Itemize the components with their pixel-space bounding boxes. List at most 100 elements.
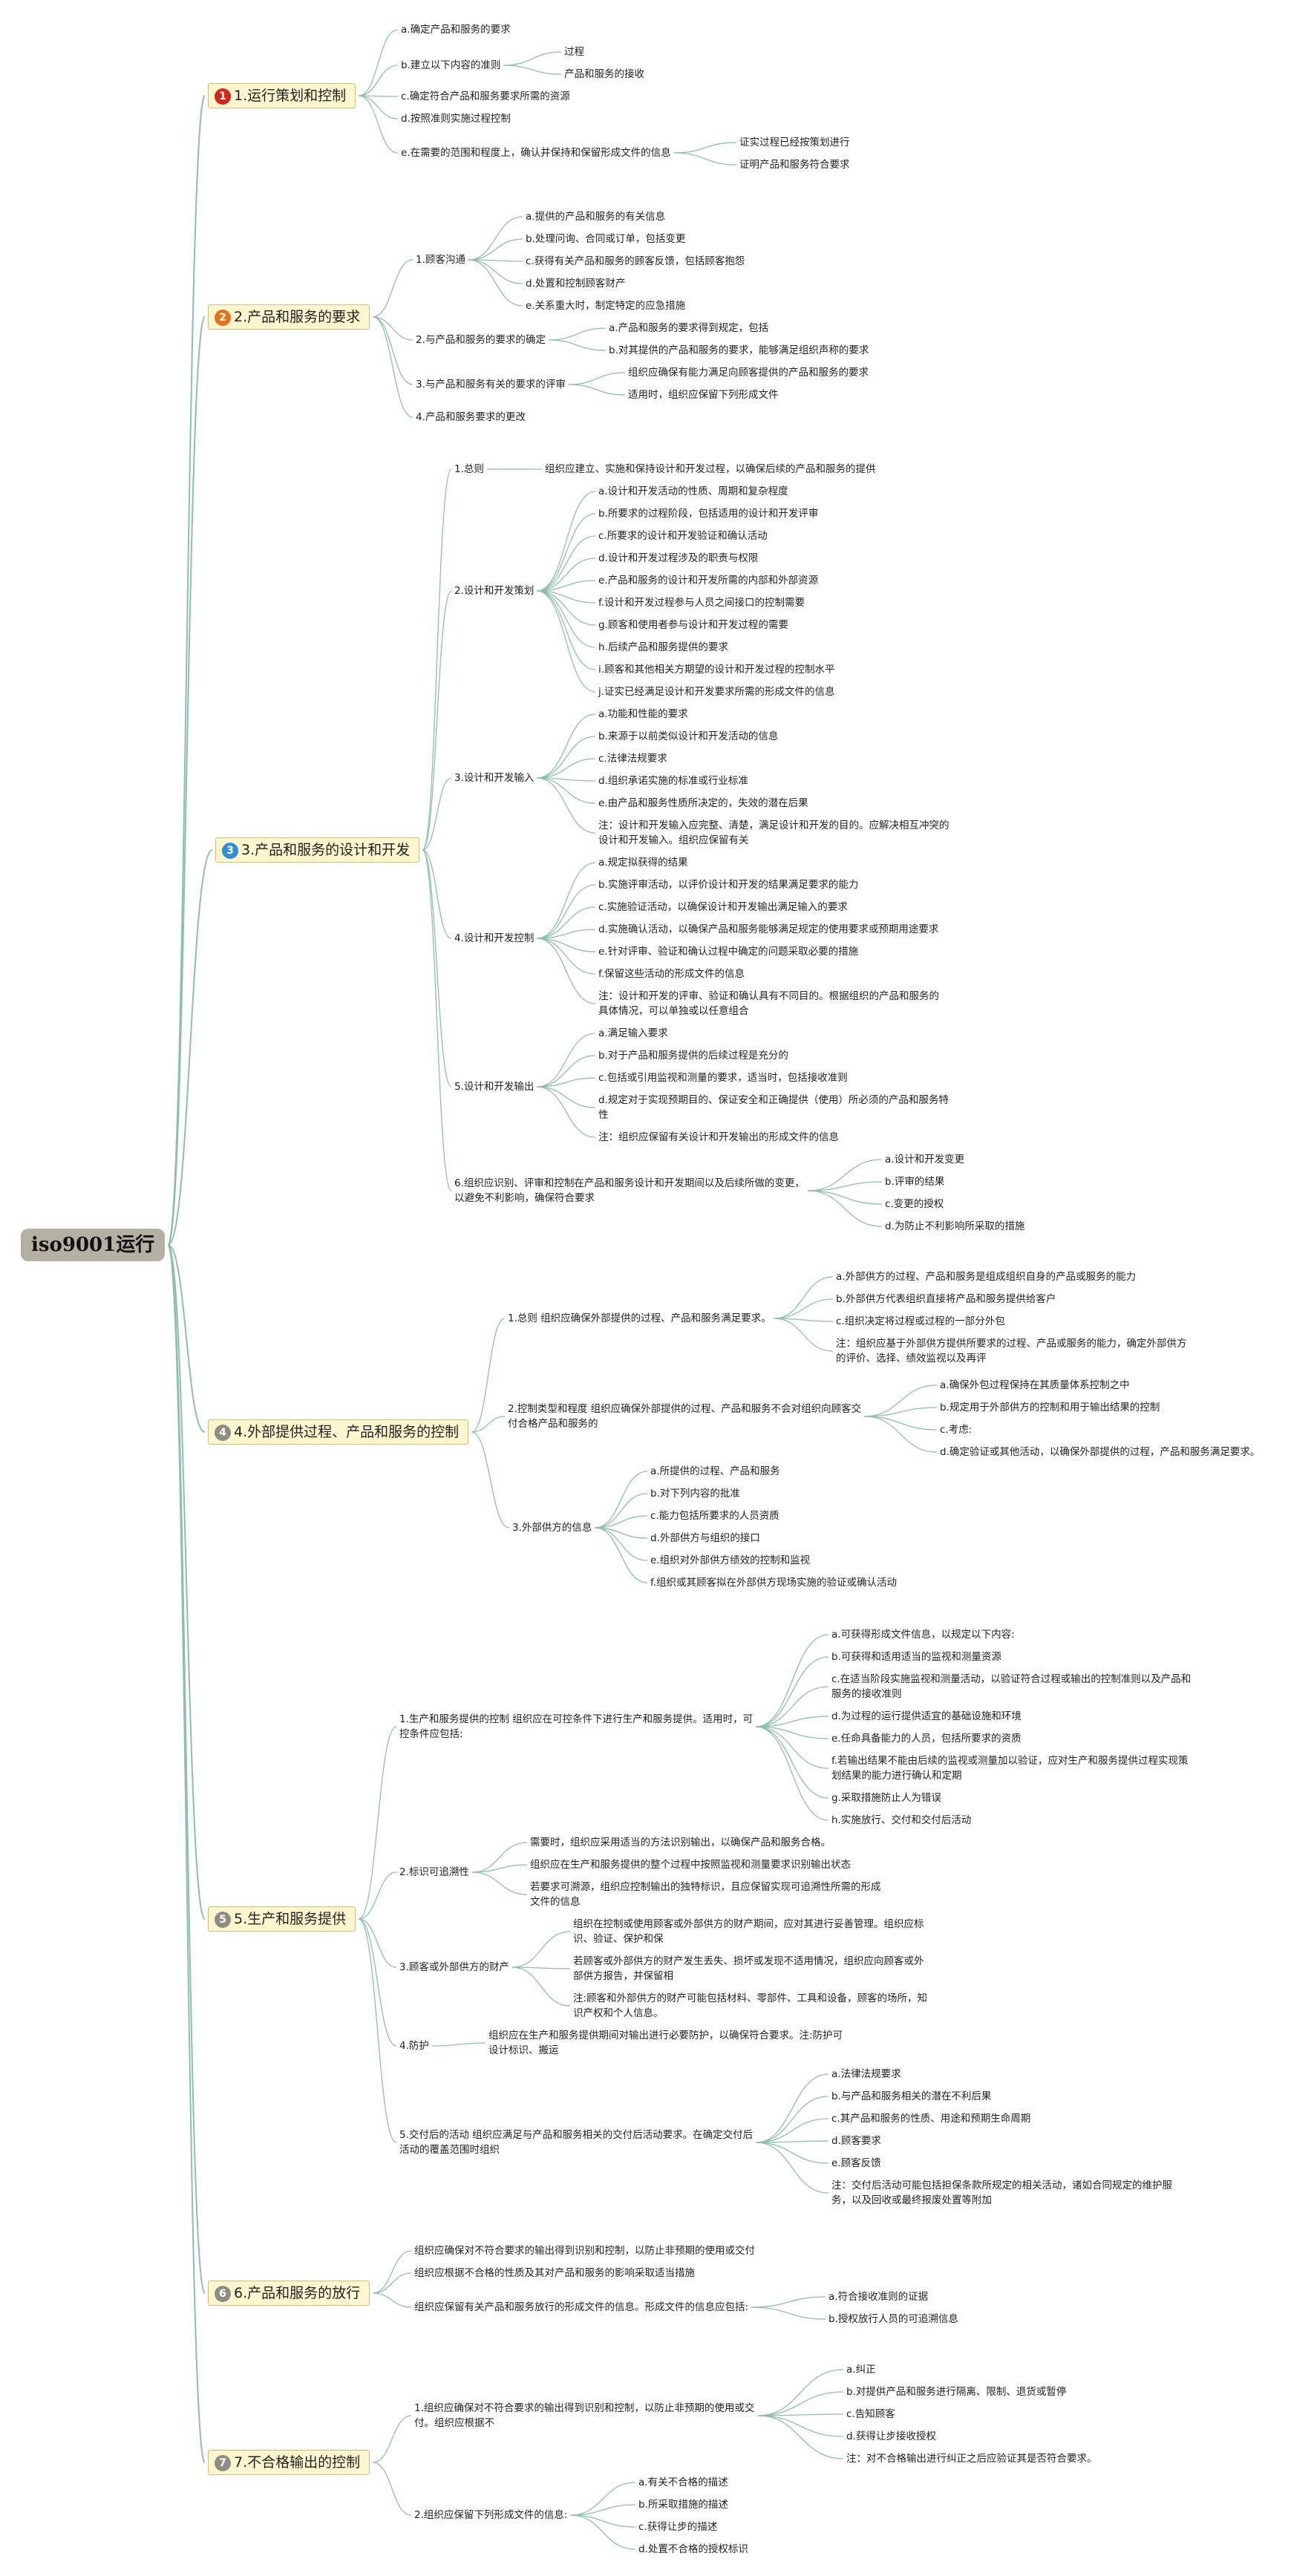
topic-s1e[interactable]: e.在需要的范围和程度上，确认并保持和保留形成文件的信息 [401, 147, 671, 159]
topic-s32f[interactable]: f.设计和开发过程参与人员之间接口的控制需要 [598, 597, 805, 609]
topic-s34a[interactable]: a.规定拟获得的结果 [598, 857, 688, 869]
topic-s21a[interactable]: a.提供的产品和服务的有关信息 [526, 211, 666, 223]
topic-s53b[interactable]: 若顾客或外部供方的财产发生丢失、损坏或发现不适用情况，组织应向顾客或外 部供方报… [573, 1955, 924, 1982]
topic-s51h[interactable]: h.实施放行、交付和交付后活动 [831, 1814, 972, 1826]
topic-s43[interactable]: 3.外部供方的信息 [512, 1522, 592, 1534]
topic-s34e[interactable]: e.针对评审、验证和确认过程中确定的问题采取必要的措施 [598, 946, 859, 958]
topic-s21e[interactable]: e.关系重大时，制定特定的应急措施 [526, 300, 686, 312]
topic-s55b[interactable]: b.与产品和服务相关的潜在不利后果 [831, 2090, 992, 2102]
topic-s55d[interactable]: d.顾客要求 [831, 2135, 881, 2147]
topic-s32b[interactable]: b.所要求的过程阶段，包括适用的设计和开发评审 [598, 508, 819, 520]
topic-s43c[interactable]: c.能力包括所要求的人员资质 [650, 1510, 779, 1522]
topic-s43d[interactable]: d.外部供方与组织的接口 [650, 1532, 760, 1544]
topic-s33f[interactable]: 注：设计和开发输入应完整、清楚，满足设计和开发的目的。应解决相互冲突的 设计和开… [598, 820, 949, 846]
topic-s32j[interactable]: j.证实已经满足设计和开发要求所需的形成文件的信息 [598, 686, 835, 698]
topic-s21b[interactable]: b.处理问询、合同或订单，包括变更 [526, 233, 686, 245]
topic-s1e2[interactable]: 证明产品和服务符合要求 [739, 159, 850, 171]
topic-s33e[interactable]: e.由产品和服务性质所决定的，失效的潜在后果 [598, 797, 808, 809]
topic-s71b[interactable]: b.对提供产品和服务进行隔离、限制、退货或暂停 [846, 2386, 1067, 2398]
topic-s36c[interactable]: c.变更的授权 [885, 1198, 944, 1210]
topic-s21c[interactable]: c.获得有关产品和服务的顾客反馈，包括顾客抱怨 [526, 255, 745, 267]
topic-s53c[interactable]: 注:顾客和外部供方的财产可能包括材料、零部件、工具和设备，顾客的场所，知 识产权… [573, 1993, 928, 2019]
topic-s1e1[interactable]: 证实过程已经按策划进行 [739, 137, 850, 148]
topic-s1b1[interactable]: 过程 [564, 46, 584, 58]
topic-s42c[interactable]: c.考虑: [940, 1424, 973, 1436]
topic-s72[interactable]: 2.组织应保留下列形成文件的信息: [414, 2509, 568, 2521]
topic-s53[interactable]: 3.顾客或外部供方的财产 [399, 1961, 509, 1973]
topic-s33[interactable]: 3.设计和开发输入 [454, 772, 535, 784]
topic-s1c[interactable]: c.确定符合产品和服务要求所需的资源 [401, 91, 570, 102]
topic-s35e[interactable]: 注：组织应保留有关设计和开发输出的形成文件的信息 [598, 1131, 839, 1143]
topic-s52b[interactable]: 组织应在生产和服务提供的整个过程中按照监视和测量要求识别输出状态 [530, 1859, 851, 1871]
topic-s51[interactable]: 1.生产和服务提供的控制 组织应在可控条件下进行生产和服务提供。适用时，可 控条… [399, 1713, 754, 1740]
topic-s43a[interactable]: a.所提供的过程、产品和服务 [650, 1465, 780, 1477]
topic-s33d[interactable]: d.组织承诺实施的标准或行业标准 [598, 775, 748, 787]
topic-s71[interactable]: 1.组织应确保对不符合要求的输出得到识别和控制，以防止非预期的使用或交 付。组织… [414, 2402, 755, 2429]
topic-s51a[interactable]: a.可获得形成文件信息，以规定以下内容: [831, 1629, 1015, 1641]
topic-s42d[interactable]: d.确定验证或其他活动，以确保外部提供的过程，产品和服务满足要求。 [940, 1446, 1261, 1458]
topic-s32d[interactable]: d.设计和开发过程涉及的职责与权限 [598, 552, 759, 564]
topic-s72b[interactable]: b.所采取措施的描述 [638, 2499, 728, 2511]
topic-s32h[interactable]: h.后续产品和服务提供的要求 [598, 641, 728, 653]
topic-s34c[interactable]: c.实施验证活动，以确保设计和开发输出满足输入的要求 [598, 901, 848, 913]
topic-s35a[interactable]: a.满足输入要求 [598, 1027, 668, 1039]
topic-s71e[interactable]: 注：对不合格输出进行纠正之后应验证其是否符合要求。 [846, 2453, 1097, 2465]
topic-s42b[interactable]: b.规定用于外部供方的控制和用于输出结果的控制 [940, 1402, 1160, 1413]
topic-s52[interactable]: 2.标识可追溯性 [399, 1866, 469, 1878]
topic-s63a[interactable]: a.符合接收准则的证据 [828, 2291, 929, 2303]
topic-s53a[interactable]: 组织在控制或使用顾客或外部供方的财产期间，应对其进行妥善管理。组织应标 识、验证… [573, 1918, 924, 1945]
topic-s51d[interactable]: d.为过程的运行提供适宜的基础设施和环境 [831, 1710, 1022, 1722]
topic-s22b[interactable]: b.对其提供的产品和服务的要求，能够满足组织声称的要求 [609, 344, 869, 356]
topic-s32c[interactable]: c.所要求的设计和开发验证和确认活动 [598, 530, 768, 542]
topic-s71c[interactable]: c.告知顾客 [846, 2408, 895, 2420]
topic-s35[interactable]: 5.设计和开发输出 [454, 1081, 535, 1093]
topic-s32i[interactable]: i.顾客和其他相关方期望的设计和开发过程的控制水平 [598, 664, 835, 676]
topic-s72c[interactable]: c.获得让步的描述 [638, 2521, 718, 2533]
topic-s35d[interactable]: d.规定对于实现预期目的、保证安全和正确提供（使用）所必须的产品和服务特 性 [598, 1094, 949, 1121]
topic-s35b[interactable]: b.对于产品和服务提供的后续过程是充分的 [598, 1050, 788, 1062]
topic-s51b[interactable]: b.可获得和适用适当的监视和测量资源 [831, 1651, 1001, 1663]
topic-s34[interactable]: 4.设计和开发控制 [454, 932, 535, 944]
topic-s34f[interactable]: f.保留这些活动的形成文件的信息 [598, 968, 745, 980]
topic-s34b[interactable]: b.实施评审活动，以评价设计和开发的结果满足要求的能力 [598, 879, 859, 891]
topic-s24[interactable]: 4.产品和服务要求的更改 [416, 411, 526, 423]
topic-s55[interactable]: 5.交付后的活动 组织应满足与产品和服务相关的交付后活动要求。在确定交付后 活动… [399, 2129, 754, 2156]
topic-s55e[interactable]: e.顾客反馈 [831, 2157, 881, 2169]
topic-s43b[interactable]: b.对下列内容的批准 [650, 1488, 740, 1500]
topic-s42[interactable]: 2.控制类型和程度 组织应确保外部提供的过程、产品和服务不会对组织向顾客交 付合… [508, 1403, 862, 1430]
topic-s33a[interactable]: a.功能和性能的要求 [598, 708, 688, 720]
topic-s63b[interactable]: b.授权放行人员的可追溯信息 [828, 2313, 958, 2325]
topic-s41d[interactable]: 注：组织应基于外部供方提供所要求的过程、产品或服务的能力，确定外部供方 的评价、… [836, 1338, 1187, 1364]
topic-s71a[interactable]: a.纠正 [846, 2364, 876, 2376]
topic-s32e[interactable]: e.产品和服务的设计和开发所需的内部和外部资源 [598, 575, 819, 586]
topic-s22a[interactable]: a.产品和服务的要求得到规定，包括 [609, 322, 769, 334]
topic-s36a[interactable]: a.设计和开发变更 [885, 1154, 965, 1166]
topic-s54a[interactable]: 组织应在生产和服务提供期间对输出进行必要防护，以确保符合要求。注:防护可 设计标… [488, 2030, 843, 2056]
topic-s1b2[interactable]: 产品和服务的接收 [564, 68, 644, 80]
topic-s34d[interactable]: d.实施确认活动，以确保产品和服务能够满足规定的使用要求或预期用途要求 [598, 923, 939, 935]
topic-s33c[interactable]: c.法律法规要求 [598, 753, 667, 765]
topic-s1b[interactable]: b.建立以下内容的准则 [401, 59, 501, 71]
topic-s72d[interactable]: d.处置不合格的授权标识 [638, 2543, 748, 2555]
topic-s41a[interactable]: a.外部供方的过程、产品和服务是组成组织自身的产品或服务的能力 [836, 1271, 1137, 1283]
topic-s62[interactable]: 组织应根据不合格的性质及其对产品和服务的影响采取适当措施 [414, 2267, 695, 2279]
topic-s21[interactable]: 1.顾客沟通 [416, 254, 465, 266]
topic-s32[interactable]: 2.设计和开发策划 [454, 585, 535, 597]
topic-s41c[interactable]: c.组织决定将过程或过程的一部分外包 [836, 1315, 1005, 1327]
topic-s32g[interactable]: g.顾客和使用者参与设计和开发过程的需要 [598, 619, 788, 631]
topic-s42a[interactable]: a.确保外包过程保持在其质量体系控制之中 [940, 1379, 1130, 1391]
topic-s71d[interactable]: d.获得让步接收授权 [846, 2430, 936, 2442]
topic-s31[interactable]: 1.总则 [454, 463, 484, 475]
topic-s1d[interactable]: d.按照准则实施过程控制 [401, 113, 511, 125]
topic-s55c[interactable]: c.其产品和服务的性质、用途和预期生命周期 [831, 2113, 1031, 2125]
topic-s1a[interactable]: a.确定产品和服务的要求 [401, 24, 511, 36]
topic-s23[interactable]: 3.与产品和服务有关的要求的评审 [416, 379, 566, 390]
topic-s41b[interactable]: b.外部供方代表组织直接将产品和服务提供给客户 [836, 1293, 1056, 1305]
